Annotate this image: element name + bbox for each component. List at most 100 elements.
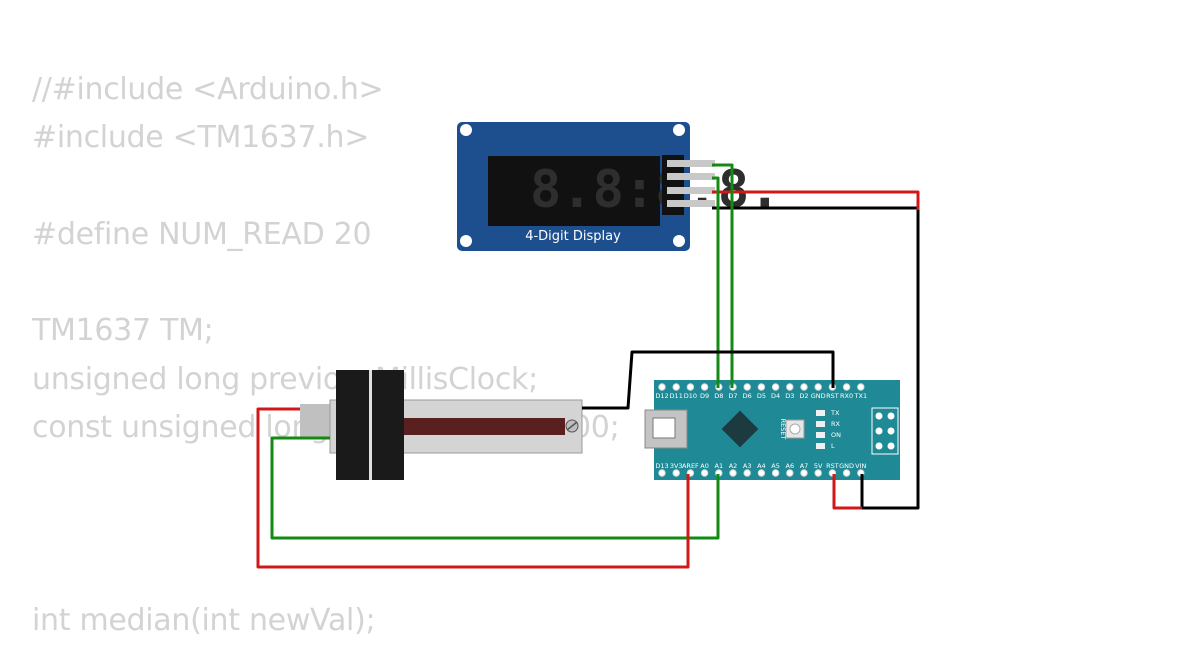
- mount-hole: [673, 124, 685, 136]
- nano-pin[interactable]: [857, 383, 865, 391]
- nano-pin-label: A3: [743, 462, 752, 470]
- nano-pin-label: A4: [757, 462, 766, 470]
- nano-pin[interactable]: [757, 383, 766, 391]
- code-line: #include <TM1637.h>: [32, 120, 370, 156]
- nano-pin[interactable]: [729, 469, 737, 477]
- header-pin-clk: [667, 160, 715, 167]
- nano-pin-label: D5: [757, 392, 766, 400]
- led-label-rx: RX: [831, 420, 841, 428]
- nano-pin[interactable]: [786, 383, 794, 391]
- led-label-on: ON: [831, 431, 841, 439]
- nano-pin[interactable]: [672, 383, 680, 391]
- nano-pin[interactable]: [814, 469, 822, 477]
- nano-pin-label: TX1: [854, 392, 868, 400]
- nano-pin-label: GND: [811, 392, 826, 400]
- nano-pin[interactable]: [771, 383, 780, 391]
- nano-pin-label: D11: [670, 392, 683, 400]
- led-label-tx: TX: [830, 409, 840, 417]
- nano-pin-label: RST: [826, 462, 839, 470]
- l-led: [816, 443, 825, 449]
- nano-pin[interactable]: [800, 469, 808, 477]
- pot-screw-slot: [566, 421, 578, 431]
- nano-pin[interactable]: [814, 383, 822, 391]
- display-digits: 8.8:8.8.: [530, 160, 780, 220]
- nano-pin-label: AREF: [682, 462, 699, 470]
- nano-pin[interactable]: [842, 383, 851, 391]
- nano-pin[interactable]: [672, 469, 680, 477]
- wire-display-dio-to-nano-d8[interactable]: [712, 176, 720, 388]
- nano-pcb: [654, 380, 900, 480]
- nano-pin-label: A6: [786, 462, 795, 470]
- nano-pin-label: RST: [826, 392, 839, 400]
- status-leds: TX RX ON L: [816, 409, 841, 450]
- display-label: 4-Digit Display: [525, 229, 621, 244]
- nano-pin-label: A2: [729, 462, 738, 470]
- nano-pin-label: A1: [715, 462, 724, 470]
- slide-potentiometer[interactable]: [300, 370, 583, 480]
- nano-pin[interactable]: [686, 383, 695, 391]
- nano-pin-label: 3V3: [670, 462, 683, 470]
- nano-pin[interactable]: [700, 469, 709, 477]
- mount-hole: [460, 124, 472, 136]
- nano-pin-label: VIN: [855, 462, 866, 470]
- header-pin-gnd: [667, 200, 715, 207]
- header-pin-dio: [667, 173, 715, 180]
- nano-pin[interactable]: [757, 469, 766, 477]
- wire-pot-vcc-to-nano-3v3[interactable]: [256, 407, 690, 569]
- nano-pin[interactable]: [743, 469, 751, 477]
- tm1637-display-module[interactable]: 8.8:8.8. 4-Digit Display: [457, 122, 780, 251]
- nano-pin[interactable]: [771, 469, 780, 477]
- nano-pin-label: D7: [728, 392, 737, 400]
- nano-pin[interactable]: [842, 469, 851, 477]
- wire-pot-gnd-to-nano-gnd[interactable]: [582, 350, 835, 410]
- nano-pin-label: D6: [743, 392, 752, 400]
- wires: [256, 163, 920, 569]
- wire-5v-red[interactable]: [832, 474, 862, 510]
- nano-pin[interactable]: [658, 469, 666, 477]
- nano-pin-label: D3: [785, 392, 794, 400]
- nano-pin-label: RX0: [840, 392, 853, 400]
- nano-pin-label: 5V: [814, 462, 823, 470]
- nano-pin-label: D2: [799, 392, 808, 400]
- wire-pot-signal-to-nano-a0[interactable]: [270, 436, 720, 540]
- nano-pin-label: A5: [771, 462, 780, 470]
- mount-hole: [460, 235, 472, 247]
- tx-led: [816, 410, 825, 416]
- circuit-canvas: 8.8:8.8. 4-Digit Display RESET TX RX: [256, 122, 920, 569]
- code-line: //#include <Arduino.h>: [32, 72, 384, 107]
- mcu-chip: [721, 410, 759, 448]
- wire-display-vcc-to-nano-5v[interactable]: [712, 190, 920, 210]
- mount-hole: [673, 235, 685, 247]
- nano-pin[interactable]: [743, 383, 751, 391]
- nano-pin[interactable]: [786, 469, 794, 477]
- code-line: #define NUM_READ 20: [32, 216, 372, 252]
- nano-pin[interactable]: [800, 383, 808, 391]
- wire-display-clk-to-nano-d9[interactable]: [712, 163, 734, 388]
- nano-pin-label: GND: [839, 462, 854, 470]
- reset-label: RESET: [779, 419, 787, 440]
- wire-display-gnd-to-nano-gnd[interactable]: [712, 206, 920, 510]
- code-line: TM1637 TM;: [32, 313, 214, 349]
- nano-pin-label: D13: [655, 462, 668, 470]
- usb-port: [652, 417, 676, 439]
- reset-button-cap: [789, 423, 801, 435]
- nano-pin[interactable]: [700, 383, 709, 391]
- nano-pin-label: D8: [714, 392, 723, 400]
- pot-knob-line: [369, 370, 372, 480]
- rx-led: [816, 421, 825, 427]
- nano-pin-label: D4: [771, 392, 780, 400]
- icsp-header: [871, 407, 899, 455]
- display-window: [488, 156, 660, 226]
- nano-pin-label: A7: [800, 462, 809, 470]
- nano-pin-label: D10: [684, 392, 697, 400]
- led-label-l: L: [831, 442, 835, 450]
- nano-pin-label: D9: [700, 392, 709, 400]
- nano-pin-label: A0: [700, 462, 709, 470]
- header-pin-vcc: [667, 187, 715, 194]
- pot-track: [400, 418, 565, 435]
- nano-pin[interactable]: [658, 383, 666, 391]
- on-led: [816, 432, 825, 438]
